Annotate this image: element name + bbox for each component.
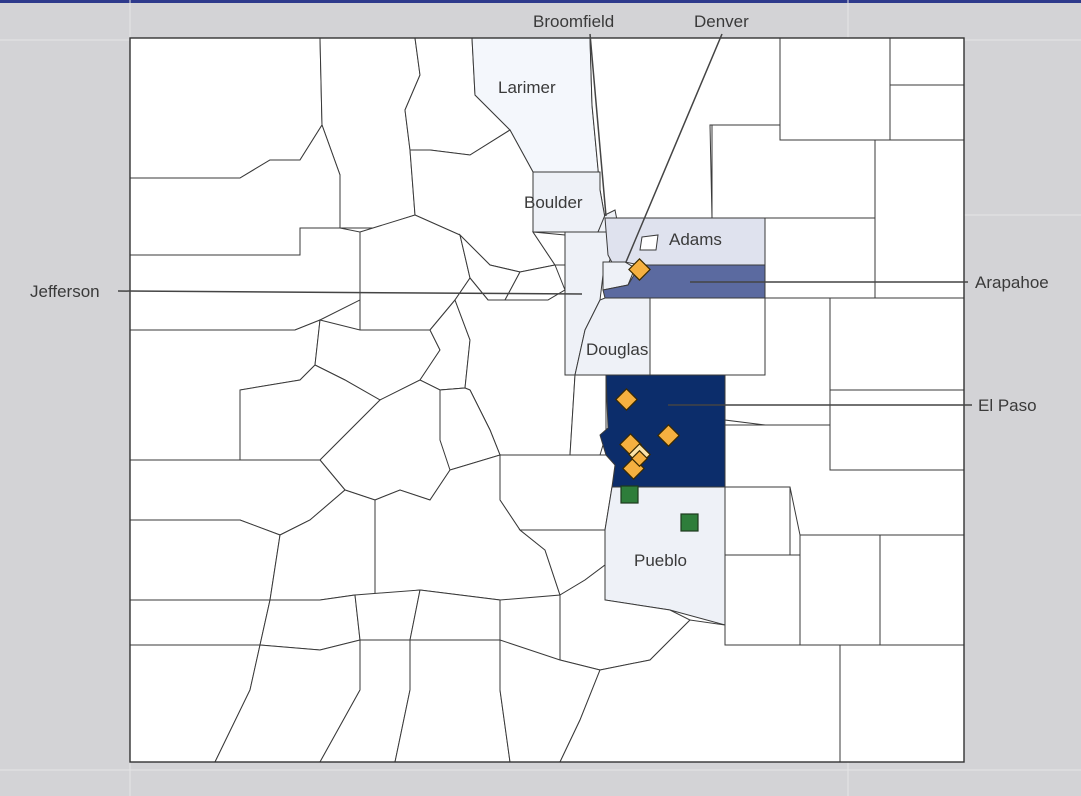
leader-lines (117, 33, 972, 406)
label-el-paso: El Paso (978, 396, 1037, 415)
label-boulder: Boulder (524, 193, 583, 212)
county-fremont (499, 454, 616, 531)
county-kit-carson (829, 297, 965, 391)
diamond-marker (657, 424, 680, 447)
county-dolores (129, 599, 271, 646)
county-prowers (879, 534, 965, 646)
label-pueblo: Pueblo (634, 551, 687, 570)
diamond-marker (615, 388, 638, 411)
diamond-marker (630, 449, 649, 468)
label-jefferson: Jefferson (30, 282, 100, 301)
county-bent (799, 534, 881, 646)
county-san-juan (259, 594, 361, 651)
square-marker (680, 513, 699, 532)
diamond-markers (615, 258, 680, 480)
county-las-animas (559, 619, 841, 763)
label-larimer: Larimer (498, 78, 556, 97)
county-labels: Larimer Boulder Broomfield Denver Adams … (30, 12, 1049, 570)
county-teller (569, 374, 607, 456)
county-logan (779, 37, 891, 141)
county-baca (839, 644, 965, 763)
label-arapahoe: Arapahoe (975, 273, 1049, 292)
county-yuma (874, 139, 965, 299)
square-markers (620, 485, 699, 532)
state-outline (129, 37, 965, 763)
leader-broomfield (589, 33, 607, 217)
county-crowley (724, 486, 791, 556)
diamond-marker (628, 258, 651, 281)
label-douglas: Douglas (586, 340, 648, 359)
top-border (0, 0, 1081, 3)
county-moffat (129, 37, 323, 179)
county-rio-grande (354, 589, 421, 641)
county-conejos (394, 639, 511, 763)
county-sedgwick (889, 37, 965, 86)
counties (129, 37, 965, 763)
county-denver-airport (639, 234, 659, 251)
county-otero (724, 554, 801, 646)
label-denver: Denver (694, 12, 749, 31)
leader-denver (625, 33, 723, 263)
county-denver (602, 261, 636, 291)
leader-jefferson (117, 290, 583, 295)
county-adams (604, 217, 766, 269)
label-broomfield: Broomfield (533, 12, 614, 31)
county-cheyenne (829, 389, 965, 471)
county-phillips (889, 84, 965, 141)
label-adams: Adams (669, 230, 722, 249)
county-ouray-sanmiguel (129, 519, 281, 601)
square-marker (620, 485, 639, 504)
county-chaffee (439, 387, 501, 471)
